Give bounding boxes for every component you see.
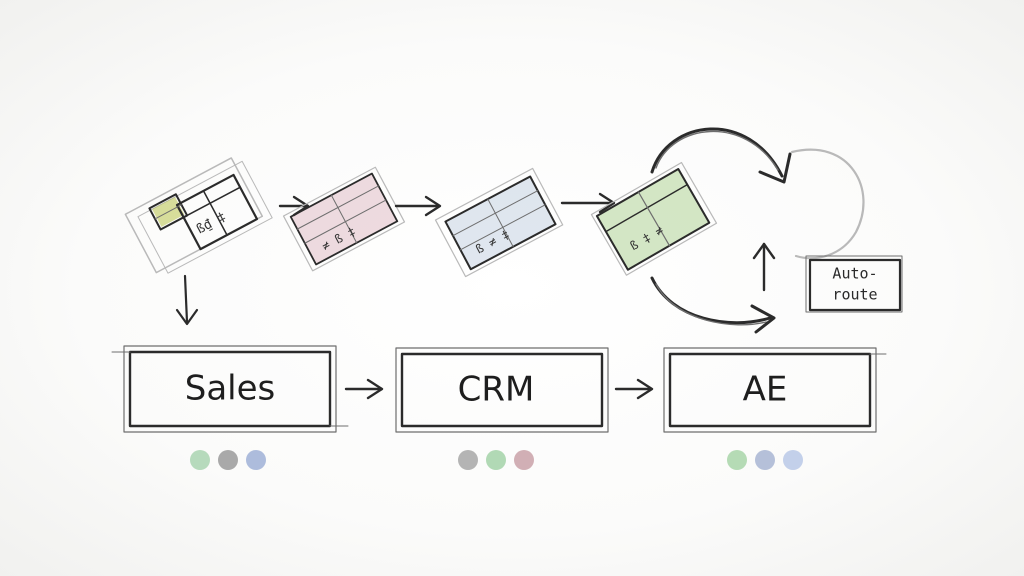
document-1: ß₫ ‡ [124, 157, 273, 274]
crm-dots-dot-1 [458, 450, 478, 470]
ae-dots-dot-1 [727, 450, 747, 470]
crm-label: CRM [458, 370, 535, 410]
ae-box: AE [663, 347, 887, 433]
crm-dots-dot-2 [486, 450, 506, 470]
crm-dots [458, 450, 534, 470]
doc-4-tint [596, 169, 710, 270]
sales-box: Sales [111, 345, 349, 433]
sales-dots [190, 450, 266, 470]
svg-text:ß₫ ‡: ß₫ ‡ [194, 210, 229, 238]
sales-dots-dot-1 [190, 450, 210, 470]
auto-route-line-2: route [832, 286, 877, 304]
arrow-doc2-to-doc3 [394, 195, 442, 217]
document-3: ß ≠ ‡ [434, 167, 564, 278]
crm-box: CRM [395, 347, 609, 433]
ae-dots-dot-2 [755, 450, 775, 470]
loop-arrow-bottom [650, 276, 776, 334]
crm-dots-dot-3 [514, 450, 534, 470]
sales-dots-dot-2 [218, 450, 238, 470]
auto-route-box: Auto- route [805, 255, 903, 313]
arrow-crm-to-ae [614, 378, 654, 400]
arrow-up-to-route [752, 242, 776, 292]
arrow-doc3-to-doc4 [560, 192, 616, 214]
auto-route-line-1: Auto- [832, 265, 877, 283]
document-4: ß ‡ ≠ [590, 161, 718, 276]
ae-dots-dot-3 [783, 450, 803, 470]
arrow-doc1-down [175, 274, 199, 326]
loop-arrow-top [650, 127, 865, 260]
arrow-sales-to-crm [344, 378, 384, 400]
sales-label: Sales [185, 369, 276, 409]
ae-label: AE [743, 370, 788, 410]
document-2: ≠ ß ‡ [282, 166, 406, 272]
ae-dots [727, 450, 803, 470]
sales-dots-dot-3 [246, 450, 266, 470]
